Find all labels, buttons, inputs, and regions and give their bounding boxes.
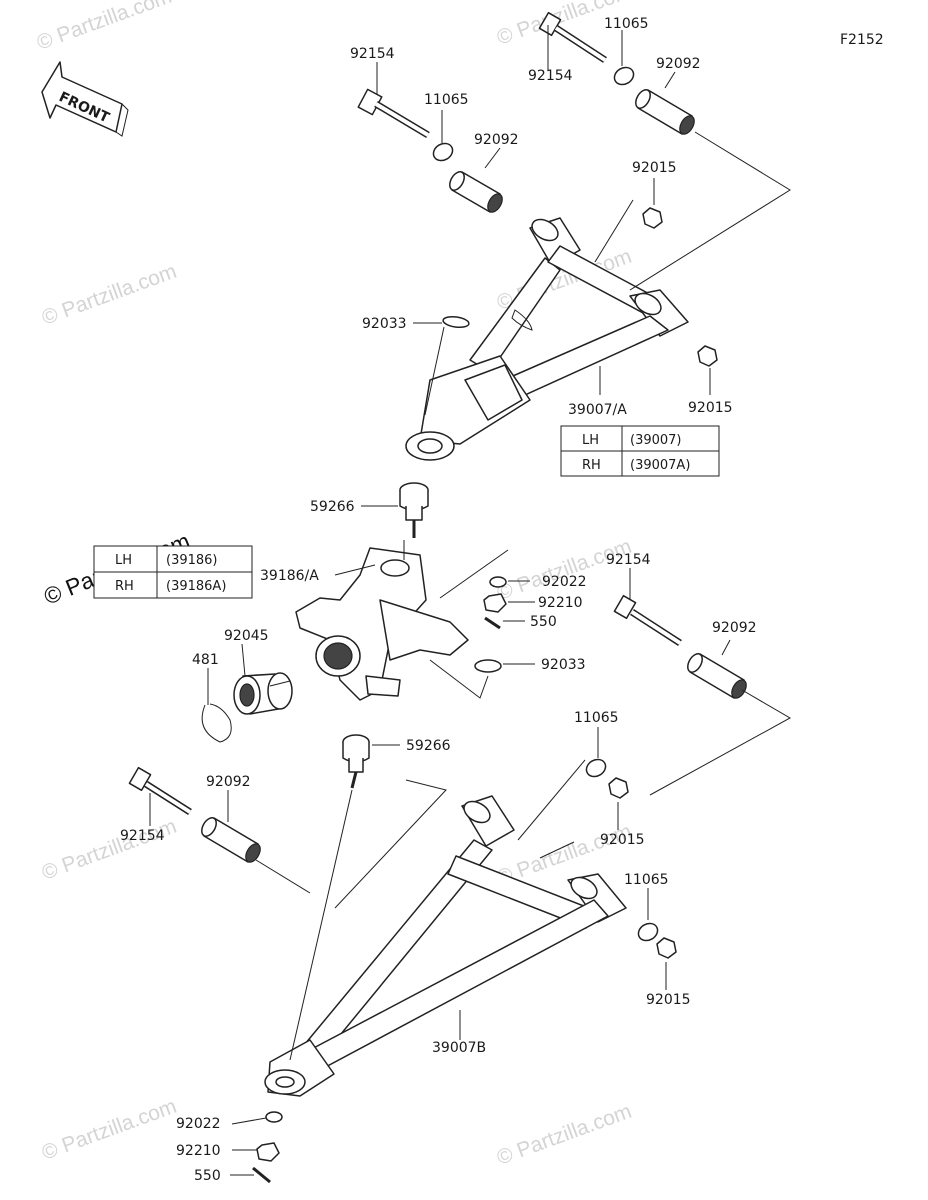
label-ball-joint: 59266 (406, 738, 451, 754)
washer-icon (613, 66, 635, 86)
table-knuckle: LH (39186) RH (39186A) (93, 545, 253, 599)
label-bolt: 92154 (350, 46, 395, 62)
part-labels: 92154 11065 92092 92154 11065 92092 9201… (120, 16, 757, 1184)
washer-icon (489, 576, 507, 588)
nut-icon (608, 777, 629, 799)
watermark: © Partzilla.com (39, 260, 180, 330)
label-ring: 92033 (541, 657, 586, 673)
washer-icon (265, 1111, 283, 1123)
knuckle-assembly (201, 547, 507, 789)
label-nut: 92015 (688, 400, 733, 416)
label-ring: 92033 (362, 316, 407, 332)
label-bolt: 92154 (120, 828, 165, 844)
nut-icon (642, 207, 663, 229)
bushing-icon (449, 171, 503, 213)
cotter-pin-icon (252, 1166, 271, 1184)
bolt-icon (357, 88, 430, 139)
watermark: © Partzilla.com (34, 0, 175, 55)
bushing-icon (687, 653, 747, 699)
washer-icon (432, 142, 454, 162)
lower-arm-icon (264, 795, 627, 1097)
bolt-icon (613, 594, 682, 646)
bearing-icon (233, 672, 293, 715)
label-nut: 92015 (646, 992, 691, 1008)
table-cell-side: LH (582, 433, 599, 448)
label-bushing: 92092 (712, 620, 757, 636)
watermark: © Partzilla.com (494, 1100, 635, 1170)
ring-icon (474, 659, 502, 673)
table-cell-part: (39007) (630, 433, 682, 448)
bolt-icon (538, 11, 607, 63)
snap-ring-icon (201, 703, 232, 743)
nut-icon (697, 345, 718, 367)
label-nut: 92015 (600, 832, 645, 848)
ball-joint-icon (399, 482, 429, 538)
upper-arm-assembly (357, 11, 718, 538)
castle-nut-icon (256, 1142, 280, 1162)
watermark: © Partzilla.com (39, 815, 180, 885)
table-cell-side: RH (582, 458, 601, 473)
leader-lines (149, 25, 792, 1176)
label-bearing: 92045 (224, 628, 269, 644)
watermark: © Partzilla.com (39, 1095, 180, 1165)
label-knuckle: 39186/A (260, 568, 319, 584)
castle-nut-icon (483, 593, 507, 613)
knuckle-icon (295, 547, 469, 701)
lower-arm-assembly (128, 594, 747, 1184)
label-ball-joint: 59266 (310, 499, 355, 515)
label-cotter-pin: 550 (194, 1168, 221, 1184)
label-castle-nut: 92210 (538, 595, 583, 611)
cotter-pin-icon (484, 616, 501, 630)
bushing-icon (635, 89, 695, 135)
ball-joint-icon (342, 734, 370, 789)
upper-arm-icon (405, 217, 689, 461)
front-arrow-icon: FRONT (41, 61, 129, 137)
label-nut: 92015 (632, 160, 677, 176)
bolt-icon (128, 766, 192, 815)
diagram-code: F2152 (840, 32, 884, 48)
table-upper-arm: LH (39007) RH (39007A) (560, 425, 720, 477)
nut-icon (656, 937, 677, 959)
label-bushing: 92092 (206, 774, 251, 790)
table-cell-part: (39007A) (630, 458, 690, 473)
table-cell-part: (39186A) (166, 579, 226, 594)
label-bolt: 92154 (528, 68, 573, 84)
washer-icon (637, 922, 659, 942)
label-upper-arm: 39007/A (568, 402, 627, 418)
table-cell-side: LH (115, 553, 132, 568)
ring-icon (442, 315, 470, 329)
bushing-icon (201, 817, 261, 863)
label-lower-arm: 39007B (432, 1040, 486, 1056)
label-washer: 11065 (424, 92, 469, 108)
label-washer: 92022 (542, 574, 587, 590)
label-snap-ring: 481 (192, 652, 219, 668)
label-bushing: 92092 (474, 132, 519, 148)
label-bushing: 92092 (656, 56, 701, 72)
label-castle-nut: 92210 (176, 1143, 221, 1159)
table-cell-side: RH (115, 579, 134, 594)
table-cell-part: (39186) (166, 553, 218, 568)
label-washer: 11065 (604, 16, 649, 32)
washer-icon (585, 758, 607, 778)
label-washer: 11065 (574, 710, 619, 726)
label-cotter-pin: 550 (530, 614, 557, 630)
label-washer: 92022 (176, 1116, 221, 1132)
label-bolt: 92154 (606, 552, 651, 568)
label-washer: 11065 (624, 872, 669, 888)
